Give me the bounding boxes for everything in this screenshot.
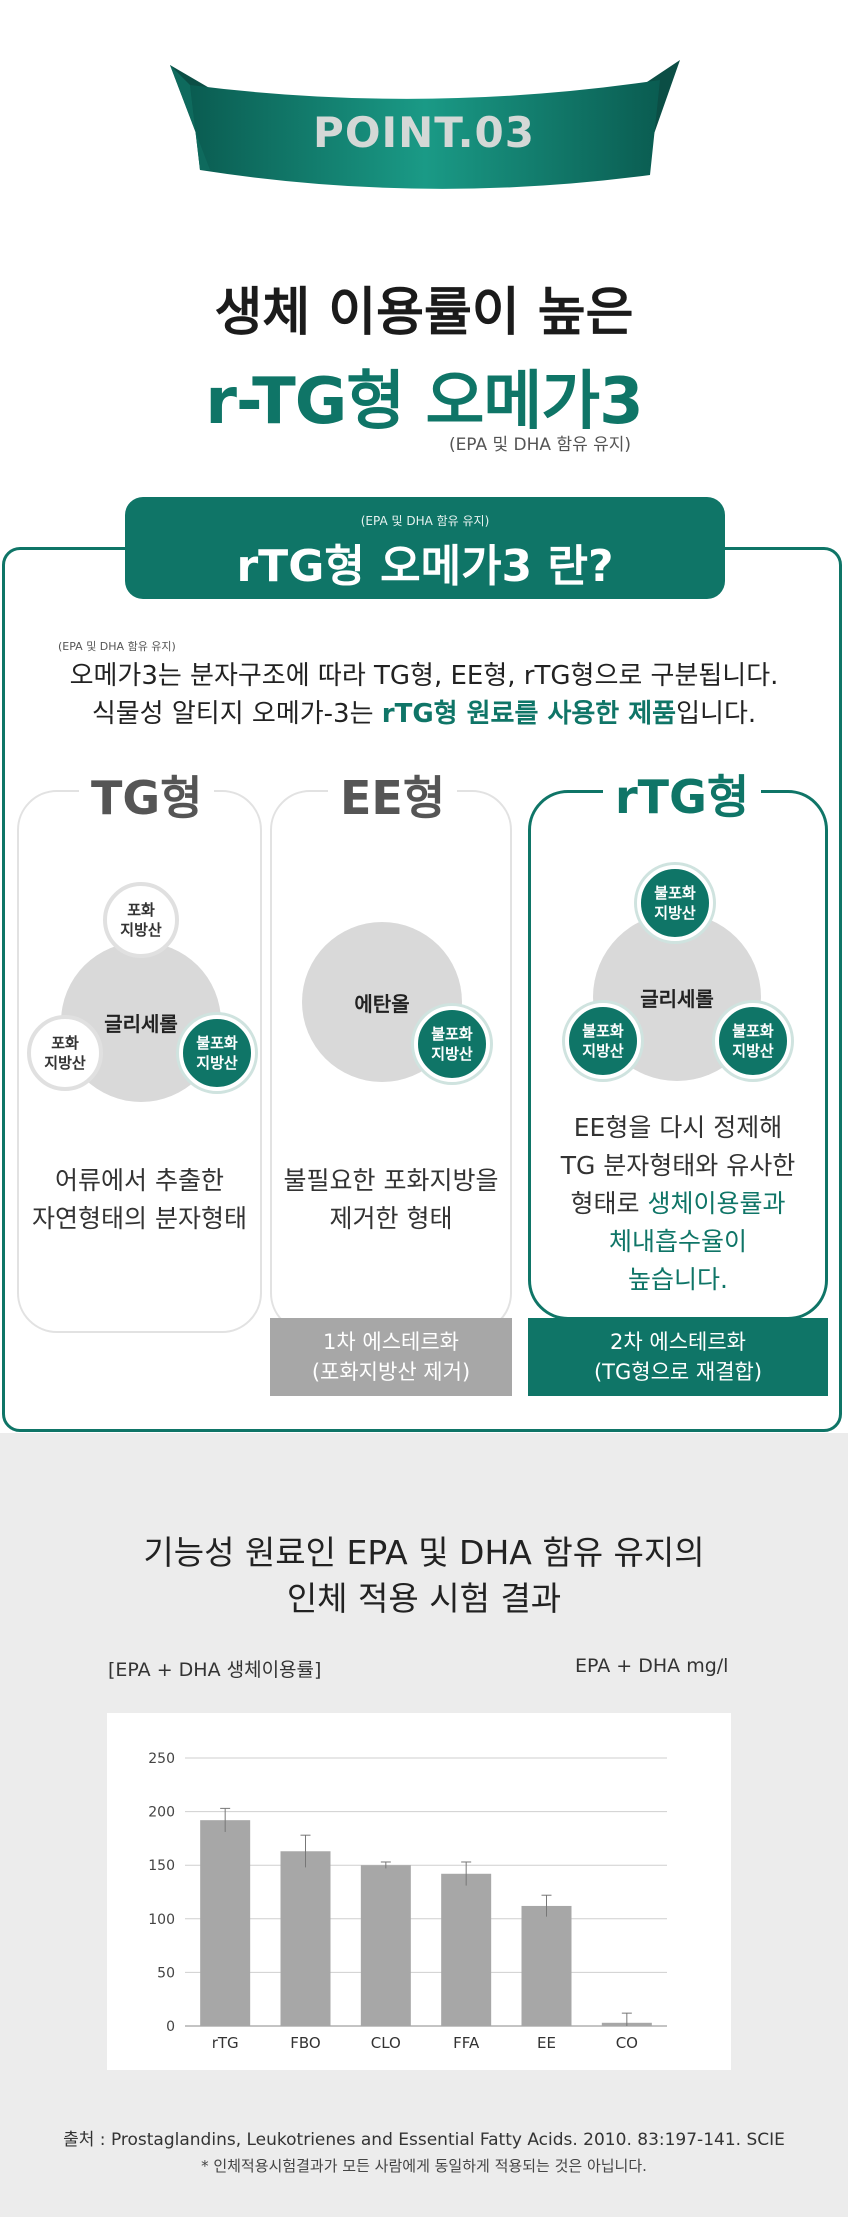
ee-right-unsaturated: 불포화 지방산 (414, 1006, 490, 1082)
rtg-card-title: rTG형 (603, 761, 762, 827)
tg-left-fatty-acid: 포화 지방산 (27, 1015, 103, 1091)
ee-desc-line-1: 불필요한 포화지방을 (283, 1166, 499, 1195)
rtg-desc-line-2: TG 분자형태와 유사한 (560, 1151, 796, 1180)
x-tick-label: CLO (371, 2034, 401, 2052)
tg-right-unsaturated: 불포화 지방산 (179, 1015, 255, 1091)
tg-card-title: TG형 (79, 762, 215, 828)
ee-card-title: EE형 (328, 762, 458, 828)
results-title-line-2: 인체 적용 시험 결과 (286, 1579, 562, 1618)
x-tick-label: FFA (453, 2034, 480, 2052)
ee-bar-line-2: (포화지방산 제거) (311, 1360, 471, 1384)
x-tick-label: FBO (290, 2034, 320, 2052)
ee-desc-line-2: 제거한 형태 (329, 1204, 453, 1233)
rtg-bar-line-2: (TG형으로 재결합) (593, 1360, 763, 1384)
section-title: rTG형 오메가3 란? (236, 541, 614, 592)
ee-esterification-bar: 1차 에스테르화 (포화지방산 제거) (270, 1318, 512, 1396)
bar (441, 1873, 492, 2026)
rtg-description: EE형을 다시 정제해 TG 분자형태와 유사한 형태로 생체이용률과 체내흡수… (531, 1109, 825, 1299)
rtg-bar-line-1: 2차 에스테르화 (610, 1330, 746, 1354)
headline-note: (EPA 및 DHA 함유 유지) (448, 435, 632, 455)
intro-line-2-prefix: 식물성 알티지 오메가-3는 (91, 699, 382, 729)
ribbon-banner (170, 60, 680, 189)
x-tick-label: EE (537, 2034, 556, 2052)
headline-line-1: 생체 이용률이 높은 (214, 283, 634, 343)
rtg-top-unsaturated: 불포화 지방산 (637, 865, 713, 941)
intro-note: (EPA 및 DHA 함유 유지) (58, 640, 176, 653)
bar-chart: 0 50 100 150 200 250 rTG FBO CLO FFA EE CO (148, 1751, 667, 2052)
intro-line-2-suffix: 입니다. (676, 699, 757, 729)
tg-glycerol-label: 글리세롤 (104, 1011, 178, 1036)
section-title-tab (125, 497, 725, 599)
tg-desc-line-1: 어류에서 추출한 (55, 1166, 224, 1195)
chart-panel: 0 50 100 150 200 250 rTG FBO CLO FFA EE CO (107, 1713, 731, 2070)
intro-line-2: 식물성 알티지 오메가-3는 rTG형 원료를 사용한 제품입니다. (0, 693, 848, 730)
bar (360, 1865, 411, 2026)
results-title-line-1: 기능성 원료인 EPA 및 DHA 함유 유지의 (143, 1533, 705, 1572)
y-tick-label: 50 (157, 1965, 175, 1981)
intro-line-1: 오메가3는 분자구조에 따라 TG형, EE형, rTG형으로 구분됩니다. (69, 661, 779, 691)
tg-top-fatty-acid: 포화 지방산 (103, 882, 179, 958)
rtg-desc-line-5: 높습니다. (628, 1265, 728, 1294)
tg-card: TG형 글리세롤 포화 지방산 포화 지방산 불포화 지방산 어류에서 추출한 … (17, 762, 262, 1333)
ee-card: EE형 에탄올 불포화 지방산 불필요한 포화지방을 제거한 형태 (270, 762, 512, 1333)
unit-caption: EPA + DHA mg/l (575, 1655, 729, 1677)
x-tick-label: CO (616, 2034, 638, 2052)
ee-bar-line-1: 1차 에스테르화 (323, 1330, 459, 1354)
rtg-left-unsaturated: 불포화 지방산 (565, 1003, 641, 1079)
rtg-desc-line-3: 형태로 생체이용률과 (531, 1185, 825, 1223)
rtg-desc-line-3-prefix: 형태로 (570, 1189, 648, 1218)
intro-line-2-highlight: rTG형 원료를 사용한 제품 (381, 699, 677, 729)
rtg-desc-line-1: EE형을 다시 정제해 (573, 1113, 783, 1142)
ee-description: 불필요한 포화지방을 제거한 형태 (272, 1162, 510, 1238)
bar (200, 1820, 251, 2026)
headline-line-2: r-TG형 오메가3 (205, 365, 643, 439)
y-tick-label: 0 (166, 2019, 175, 2035)
rtg-glycerol-label: 글리세롤 (640, 986, 714, 1011)
x-tick-label: rTG (212, 2034, 239, 2052)
disclaimer: * 인체적용시험결과가 모든 사람에게 동일하게 적용되는 것은 아닙니다. (201, 2157, 647, 2175)
rtg-desc-line-3-highlight: 생체이용률과 (647, 1189, 786, 1218)
bar (280, 1851, 331, 2026)
rtg-esterification-bar: 2차 에스테르화 (TG형으로 재결합) (528, 1318, 828, 1396)
y-tick-label: 250 (148, 1751, 175, 1767)
y-tick-label: 150 (148, 1858, 175, 1874)
bar (521, 1905, 572, 2026)
point-label: POINT.03 (313, 108, 535, 157)
bioavailability-caption: [EPA + DHA 생체이용률] (108, 1659, 322, 1681)
tg-desc-line-2: 자연형태의 분자형태 (32, 1204, 247, 1233)
section-tab-note: (EPA 및 DHA 함유 유지) (360, 514, 490, 528)
rtg-right-unsaturated: 불포화 지방산 (715, 1003, 791, 1079)
tg-description: 어류에서 추출한 자연형태의 분자형태 (19, 1162, 260, 1238)
ee-ethanol-label: 에탄올 (354, 991, 410, 1016)
y-tick-label: 200 (148, 1805, 175, 1821)
rtg-card: rTG형 글리세롤 불포화 지방산 불포화 지방산 불포화 지방산 EE형을 다… (528, 761, 828, 1320)
rtg-desc-line-4: 체내흡수율이 (608, 1227, 747, 1256)
source-citation: 출처 : Prostaglandins, Leukotrienes and Es… (63, 2130, 785, 2150)
y-tick-label: 100 (148, 1912, 175, 1928)
